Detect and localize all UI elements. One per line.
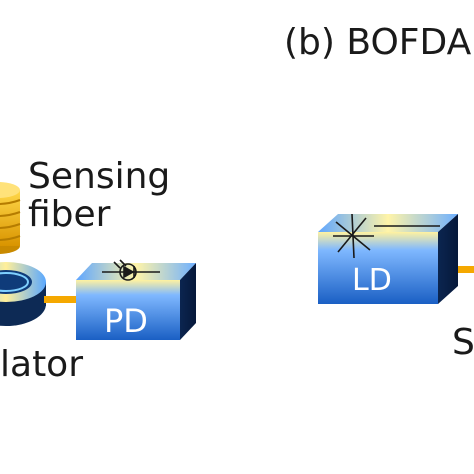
sensing-fiber-label-line1: Sensing — [28, 156, 170, 197]
pd-box — [76, 259, 196, 340]
ld-label: LD — [352, 263, 392, 298]
circulator-icon — [0, 262, 46, 326]
right-partial-label: S — [452, 322, 474, 363]
fiber-connector-circulator-pd — [44, 296, 76, 303]
sensing-fiber-label-line2: fiber — [28, 194, 111, 235]
photodiode-symbol-icon — [102, 259, 160, 281]
panel-b-title: (b) BOFDA — [284, 22, 472, 63]
sensing-fiber-coil-icon — [0, 182, 21, 254]
circulator-label: lator — [0, 344, 83, 385]
pd-label: PD — [104, 302, 148, 340]
laser-star-icon — [333, 213, 440, 259]
fiber-connector-ld-right — [458, 266, 474, 273]
ld-box — [318, 213, 458, 304]
